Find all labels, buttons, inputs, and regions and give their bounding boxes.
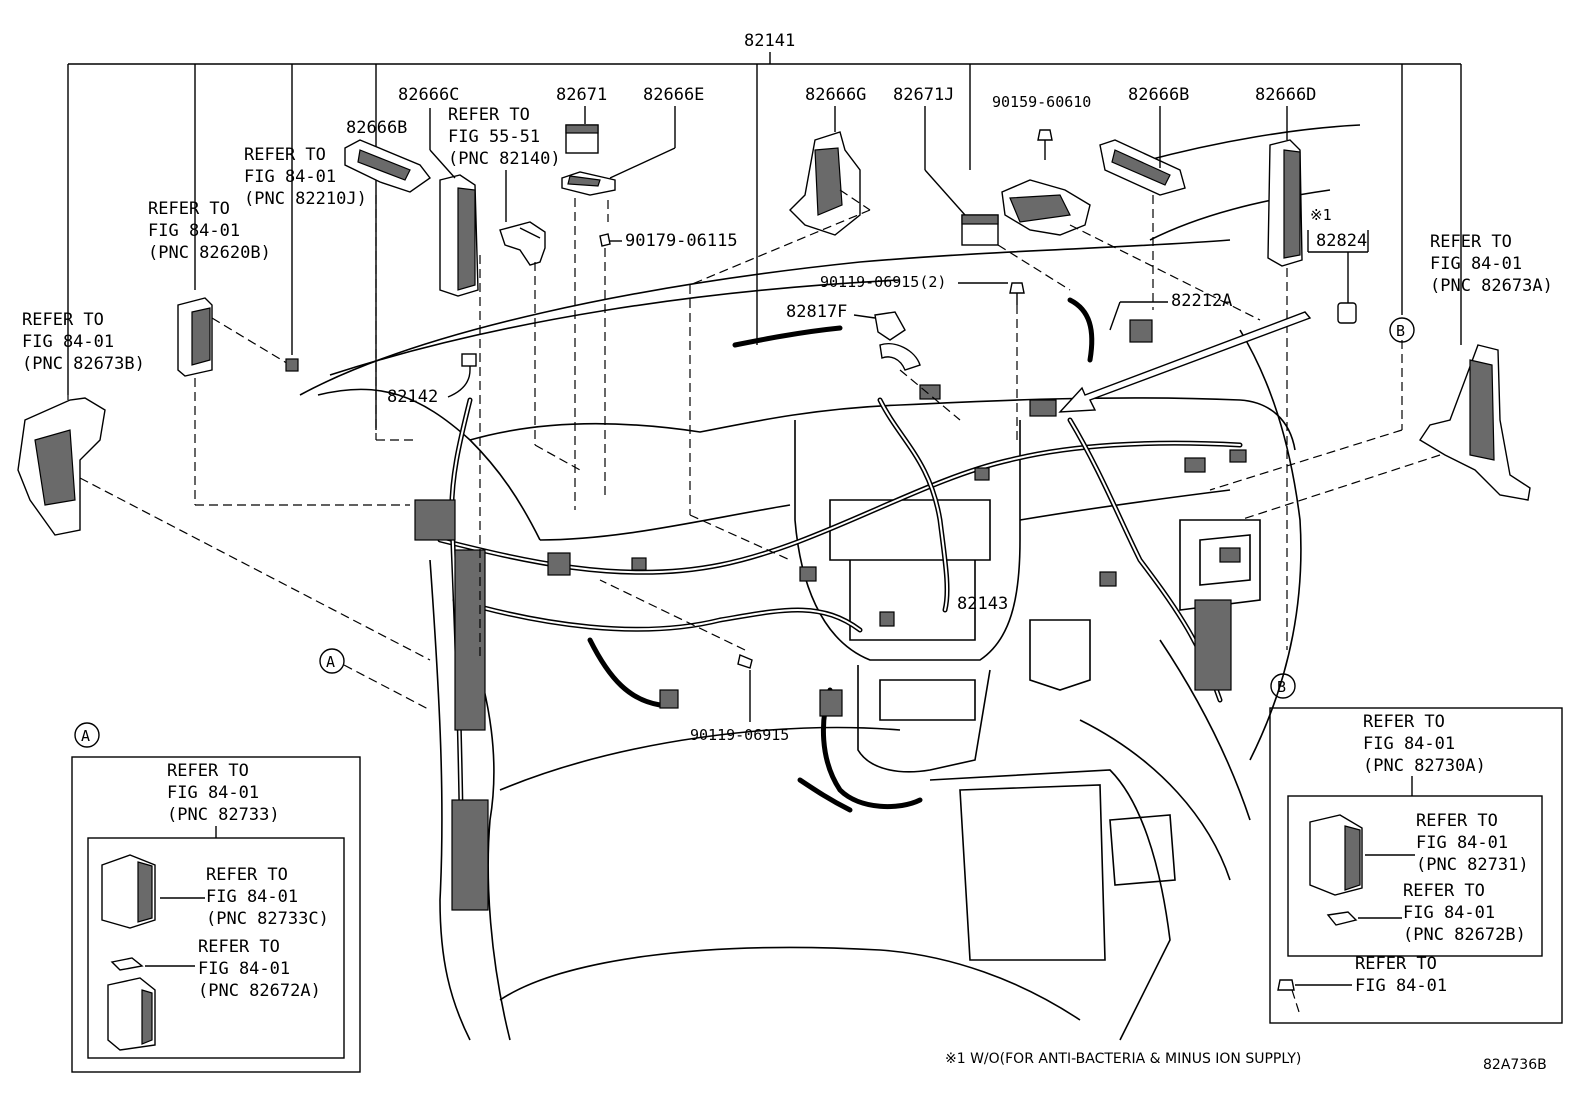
svg-text:REFER TO: REFER TO (1403, 881, 1485, 901)
svg-text:REFER TO: REFER TO (1430, 232, 1512, 252)
svg-text:REFER TO: REFER TO (244, 145, 326, 165)
svg-text:FIG 84-01: FIG 84-01 (1416, 833, 1508, 853)
bolt-90159 (1037, 129, 1053, 160)
part-label-82671: 82671 (556, 85, 607, 105)
part-label-90119-2: 90119-06915(2) (820, 273, 946, 291)
svg-text:REFER TO: REFER TO (198, 937, 280, 957)
svg-text:FIG 84-01: FIG 84-01 (167, 783, 259, 803)
svg-text:A: A (326, 653, 335, 671)
svg-text:REFER TO: REFER TO (448, 105, 530, 125)
relay-82671J (961, 214, 999, 246)
view-arrow (1058, 311, 1312, 413)
ref-82673A: REFER TO FIG 84-01 (PNC 82673A) (1430, 232, 1553, 296)
part-label-82671J: 82671J (893, 85, 954, 105)
svg-text:B: B (1396, 322, 1405, 340)
part-label-82142: 82142 (387, 387, 438, 407)
clip-82817F (874, 311, 921, 371)
bolt-90119-2 (1009, 282, 1025, 305)
main-part-bracket: 82141 (67, 31, 1462, 430)
part-label-82666B-right: 82666B (1128, 85, 1189, 105)
part-label-82212A: 82212A (1171, 291, 1232, 311)
svg-text:(PNC 82673B): (PNC 82673B) (22, 354, 145, 374)
svg-text:(PNC 82730A): (PNC 82730A) (1363, 756, 1486, 776)
svg-text:B: B (1277, 678, 1286, 696)
callout-B-top: B (1389, 317, 1415, 343)
ref-82210J: REFER TO FIG 84-01 (PNC 82210J) (244, 145, 367, 209)
junction-82666G (789, 131, 861, 236)
svg-text:(PNC 82673A): (PNC 82673A) (1430, 276, 1553, 296)
svg-text:FIG 84-01: FIG 84-01 (1355, 976, 1447, 996)
junction-82666B-left (344, 139, 432, 193)
inset-A: A REFER TO FIG 84-01 (PNC 82733) REFER T… (71, 722, 361, 1073)
svg-text:(PNC 82672A): (PNC 82672A) (198, 981, 321, 1001)
connector-82210J (285, 358, 299, 372)
part-label-82824: 82824 (1316, 231, 1367, 251)
svg-text:FIG 84-01: FIG 84-01 (148, 221, 240, 241)
svg-text:A: A (81, 727, 90, 745)
bracket-82673B (17, 397, 106, 536)
part-label-82143: 82143 (957, 594, 1008, 614)
bracket-82673A (1419, 344, 1531, 501)
part-label-82141: 82141 (744, 31, 795, 51)
relay-82671 (565, 124, 599, 154)
ref-82620B: REFER TO FIG 84-01 (PNC 82620B) (148, 199, 271, 263)
part-label-90119: 90119-06915 (690, 726, 789, 744)
svg-text:FIG 84-01: FIG 84-01 (1430, 254, 1522, 274)
part-label-82666G: 82666G (805, 85, 866, 105)
bolt-90119 (737, 654, 753, 669)
junction-82666E (561, 171, 616, 196)
figure-code: 82A736B (1483, 1057, 1547, 1073)
part-label-90159: 90159-60610 (992, 93, 1091, 111)
svg-text:REFER TO: REFER TO (1363, 712, 1445, 732)
dashboard-body-outline (299, 124, 1361, 1041)
svg-text:REFER TO: REFER TO (1355, 954, 1437, 974)
svg-text:(PNC 82731): (PNC 82731) (1416, 855, 1529, 875)
part-label-90179: 90179-06115 (625, 231, 738, 251)
svg-text:REFER TO: REFER TO (1416, 811, 1498, 831)
svg-text:FIG 84-01: FIG 84-01 (1403, 903, 1495, 923)
module-82620B (177, 297, 213, 377)
callout-A-main: A (319, 648, 345, 674)
svg-text:FIG 84-01: FIG 84-01 (198, 959, 290, 979)
junction-82666B-right (1099, 139, 1186, 196)
connector-82142 (461, 353, 477, 367)
svg-text:REFER TO: REFER TO (22, 310, 104, 330)
svg-text:(PNC 82672B): (PNC 82672B) (1403, 925, 1526, 945)
svg-text:(PNC 82733C): (PNC 82733C) (206, 909, 329, 929)
part-label-82666D: 82666D (1255, 85, 1316, 105)
svg-text:FIG 84-01: FIG 84-01 (22, 332, 114, 352)
clip-82140 (499, 221, 546, 266)
part-label-82666E: 82666E (643, 85, 704, 105)
svg-text:REFER TO: REFER TO (167, 761, 249, 781)
svg-text:FIG 55-51: FIG 55-51 (448, 127, 540, 147)
inset-B: B REFER TO FIG 84-01 (PNC 82730A) REFER … (1269, 673, 1563, 1024)
svg-text:(PNC 82210J): (PNC 82210J) (244, 189, 367, 209)
svg-text:(PNC 82733): (PNC 82733) (167, 805, 280, 825)
svg-text:(PNC 82620B): (PNC 82620B) (148, 243, 271, 263)
svg-text:FIG 84-01: FIG 84-01 (244, 167, 336, 187)
svg-text:(PNC 82140): (PNC 82140) (448, 149, 561, 169)
ion-generator-82824 (1337, 302, 1357, 324)
clip-90179 (599, 233, 611, 247)
junction-82666D (1267, 139, 1303, 267)
part-label-82817F: 82817F (786, 302, 847, 322)
footnote: ※1 W/O(FOR ANTI-BACTERIA & MINUS ION SUP… (945, 1051, 1301, 1067)
svg-text:REFER TO: REFER TO (206, 865, 288, 885)
junction-82666C (439, 174, 479, 297)
svg-text:FIG 84-01: FIG 84-01 (206, 887, 298, 907)
part-label-82666B-left: 82666B (346, 118, 407, 138)
ref-82673B: REFER TO FIG 84-01 (PNC 82673B) (22, 310, 145, 374)
ref-55-51: REFER TO FIG 55-51 (PNC 82140) (448, 105, 561, 169)
ecu-unit-90159 (1001, 179, 1091, 236)
svg-text:REFER TO: REFER TO (148, 199, 230, 219)
note-mark-1: ※1 (1310, 206, 1332, 224)
part-label-82666C: 82666C (398, 85, 459, 105)
svg-text:FIG 84-01: FIG 84-01 (1363, 734, 1455, 754)
